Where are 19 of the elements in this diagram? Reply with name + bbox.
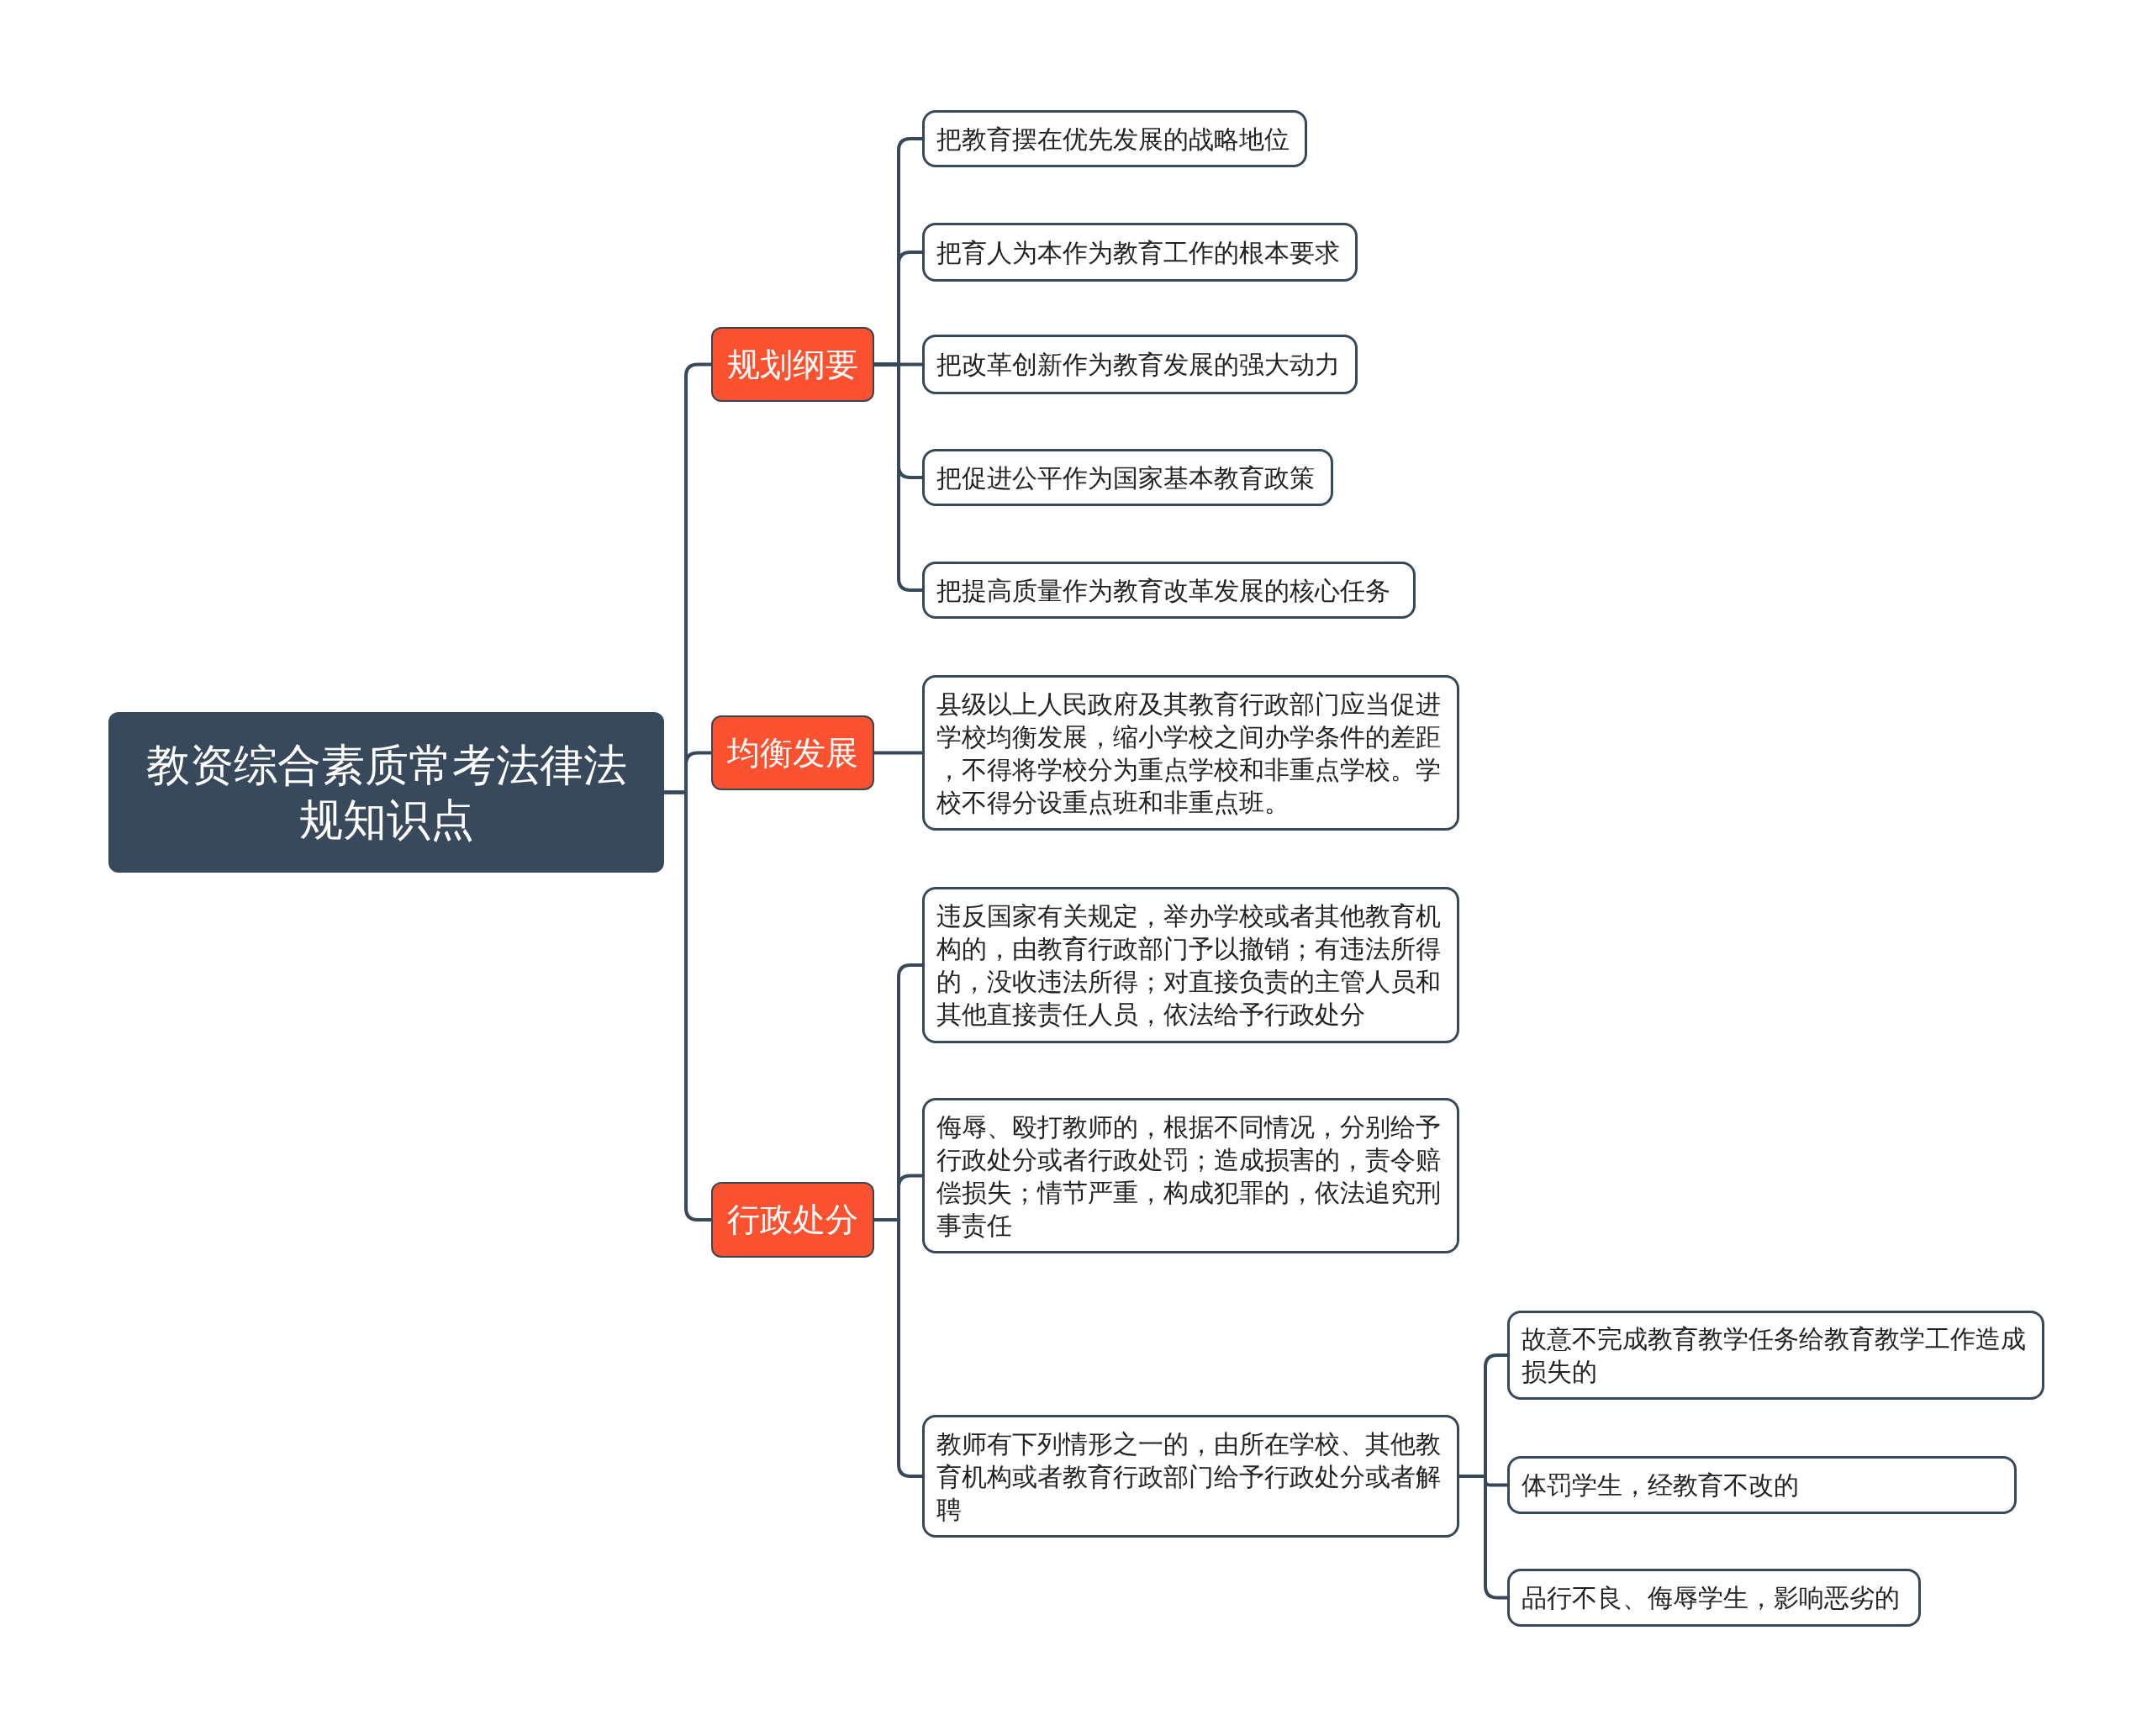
topic-box: 规划纲要	[711, 327, 874, 402]
subtopic-box: 品行不良、侮辱学生，影响恶劣的	[1507, 1569, 1921, 1627]
connector-line	[1459, 1475, 1507, 1600]
connector-line	[874, 362, 922, 592]
subtopic-box: 把育人为本作为教育工作的根本要求	[922, 223, 1358, 282]
subtopic-box: 把改革创新作为教育发展的强大动力	[922, 335, 1358, 394]
subtopic-box: 侮辱、殴打教师的，根据不同情况，分别给予行政处分或者行政处罚；造成损害的，责令赔偿损失；情节严重，构成犯罪的，依法追究刑事责任	[922, 1098, 1459, 1253]
subtopic-box: 把教育摆在优先发展的战略地位	[922, 110, 1307, 167]
connector-line	[874, 751, 922, 755]
subtopic-box: 故意不完成教育教学任务给教育教学工作造成损失的	[1507, 1311, 2044, 1400]
topic-box: 均衡发展	[711, 715, 874, 790]
subtopic-box: 县级以上人民政府及其教育行政部门应当促进学校均衡发展，缩小学校之间办学条件的差距，不得将学校分为重点学校和非重点学校。学校不得分设重点班和非重点班。	[922, 675, 1459, 831]
subtopic-box: 教师有下列情形之一的，由所在学校、其他教育机构或者教育行政部门给予行政处分或者解聘	[922, 1415, 1459, 1538]
topic-box: 行政处分	[711, 1182, 874, 1258]
subtopic-box: 把促进公平作为国家基本教育政策	[922, 449, 1333, 506]
subtopic-box: 违反国家有关规定，举办学校或者其他教育机构的，由教育行政部门予以撤销；有违法所得的，没收违法所得；对直接负责的主管人员和其他直接责任人员，依法给予行政处分	[922, 887, 1459, 1043]
subtopic-box: 体罚学生，经教育不改的	[1507, 1456, 2017, 1514]
subtopic-box: 把提高质量作为教育改革发展的核心任务	[922, 562, 1416, 619]
central-topic-box: 教资综合素质常考法律法规知识点	[108, 712, 664, 873]
